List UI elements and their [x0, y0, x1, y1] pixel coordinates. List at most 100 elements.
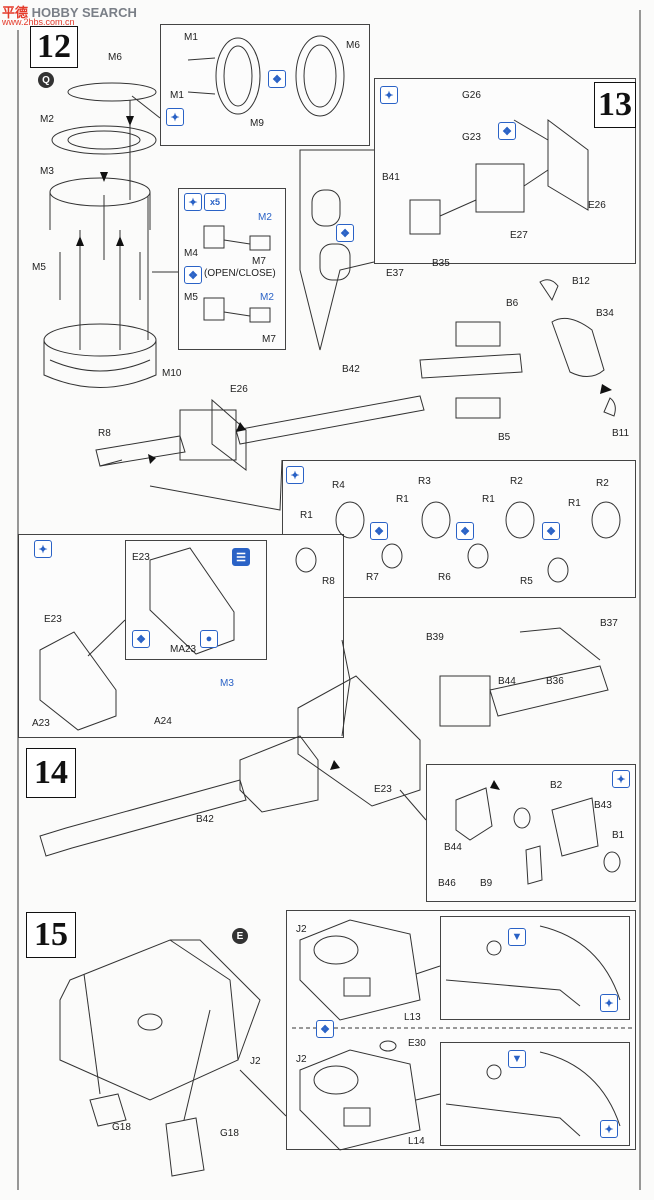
turret-view-top-drawing: [299, 919, 421, 1021]
hatch-drawing-m9: [187, 37, 261, 115]
part-label: G18: [220, 1128, 239, 1139]
turret-view-bottom-drawing: [299, 1040, 421, 1151]
choose-option-icon: ❖: [316, 1020, 334, 1038]
cut-icon: ▼: [508, 928, 526, 946]
arrow-heads: [76, 116, 612, 790]
part-label: B37: [600, 618, 618, 629]
part-label: E27: [510, 230, 528, 241]
part-label: A24: [154, 716, 172, 727]
part-label: E37: [386, 268, 404, 279]
part-label: M6: [346, 40, 360, 51]
repeat-x5-icon: x5: [204, 193, 226, 211]
choose-option-icon: ❖: [268, 70, 286, 88]
choose-option-icon: ❖: [336, 224, 354, 242]
part-label: R1: [300, 510, 313, 521]
part-label: R1: [568, 498, 581, 509]
part-label: R1: [482, 494, 495, 505]
glue-icon: ✦: [166, 108, 184, 126]
callout-line-13b: [149, 459, 283, 511]
part-label: B44: [444, 842, 462, 853]
choose-option-icon: ❖: [456, 522, 474, 540]
part-label: R6: [438, 572, 451, 583]
part-label: B44: [498, 676, 516, 687]
step-14-number: 14: [26, 748, 76, 798]
part-label: B42: [196, 814, 214, 825]
marker-q-icon: Q: [38, 72, 54, 88]
glue-icon: ✦: [600, 994, 618, 1012]
choose-option-icon: ❖: [132, 630, 150, 648]
part-label: G23: [462, 132, 481, 143]
part-label: M1: [184, 32, 198, 43]
part-label: M1: [170, 90, 184, 101]
part-label: G18: [112, 1122, 131, 1133]
part-label: L14: [408, 1136, 425, 1147]
part-label: M7: [252, 256, 266, 267]
choose-option-icon: ❖: [498, 122, 516, 140]
part-label: B42: [342, 364, 360, 375]
gun-barrel-drawing-14: [39, 627, 609, 857]
drop-icon: ●: [200, 630, 218, 648]
vision-block-drawing: [203, 225, 271, 323]
callout-line-14b: [341, 639, 351, 737]
choose-option-icon: ❖: [542, 522, 560, 540]
choose-option-icon: ❖: [370, 522, 388, 540]
step-13-number: 13: [594, 82, 636, 128]
part-label: M3: [40, 166, 54, 177]
part-label: R4: [332, 480, 345, 491]
part-label: R8: [322, 576, 335, 587]
part-label: B43: [594, 800, 612, 811]
part-label: L13: [404, 1012, 421, 1023]
part-label: B1: [612, 830, 625, 841]
gun-barrel-drawing-13: [95, 279, 616, 472]
turret-shell-drawing: [59, 939, 261, 1177]
part-label: M5: [184, 292, 198, 303]
watermark-url: www.2hbs.com.cn: [2, 17, 75, 27]
part-label: J2: [296, 924, 307, 935]
part-label: M6: [108, 52, 122, 63]
part-label: M2: [260, 292, 274, 303]
step-12-number: 12: [30, 26, 78, 68]
part-label: M7: [262, 334, 276, 345]
glue-icon: ✦: [34, 540, 52, 558]
interior-detail-drawing: [445, 925, 621, 1137]
part-label: MA23: [170, 644, 197, 655]
mantlet-drawing-13: [311, 119, 589, 281]
part-label: B39: [426, 632, 444, 643]
part-label: B36: [546, 676, 564, 687]
glue-icon: ✦: [612, 770, 630, 788]
callout-line-14c: [399, 789, 427, 821]
road-wheels-drawing: [295, 501, 621, 583]
part-label: B34: [596, 308, 614, 319]
part-label: (OPEN/CLOSE): [204, 268, 276, 279]
part-label: E23: [132, 552, 150, 563]
part-label: R2: [596, 478, 609, 489]
part-label: E30: [408, 1038, 426, 1049]
part-label: B12: [572, 276, 590, 287]
part-label: B11: [612, 428, 630, 439]
part-label: G26: [462, 90, 481, 101]
part-label: E26: [588, 200, 606, 211]
part-label: J2: [296, 1054, 307, 1065]
callout-line-15a: [239, 1069, 287, 1117]
paint-icon: ☰: [232, 548, 250, 566]
choose-option-icon: ❖: [184, 266, 202, 284]
cupola-assembly-drawing: [43, 82, 157, 388]
glue-icon: ✦: [380, 86, 398, 104]
frame-step15-detail-top: [440, 916, 630, 1020]
part-label: B2: [550, 780, 563, 791]
mantlet-plate-drawing-14: [39, 547, 235, 731]
part-label: R5: [520, 576, 533, 587]
part-label: R7: [366, 572, 379, 583]
part-label: M4: [184, 248, 198, 259]
glue-icon: ✦: [286, 466, 304, 484]
part-label: B41: [382, 172, 400, 183]
frame-step13: [374, 78, 636, 264]
watermark-brand-c: SEARCH: [78, 5, 137, 20]
part-label: M2: [40, 114, 54, 125]
part-label: M3: [220, 678, 234, 689]
hatch-drawing-m6: [295, 35, 345, 117]
glue-icon: ✦: [184, 193, 202, 211]
part-label: R1: [396, 494, 409, 505]
